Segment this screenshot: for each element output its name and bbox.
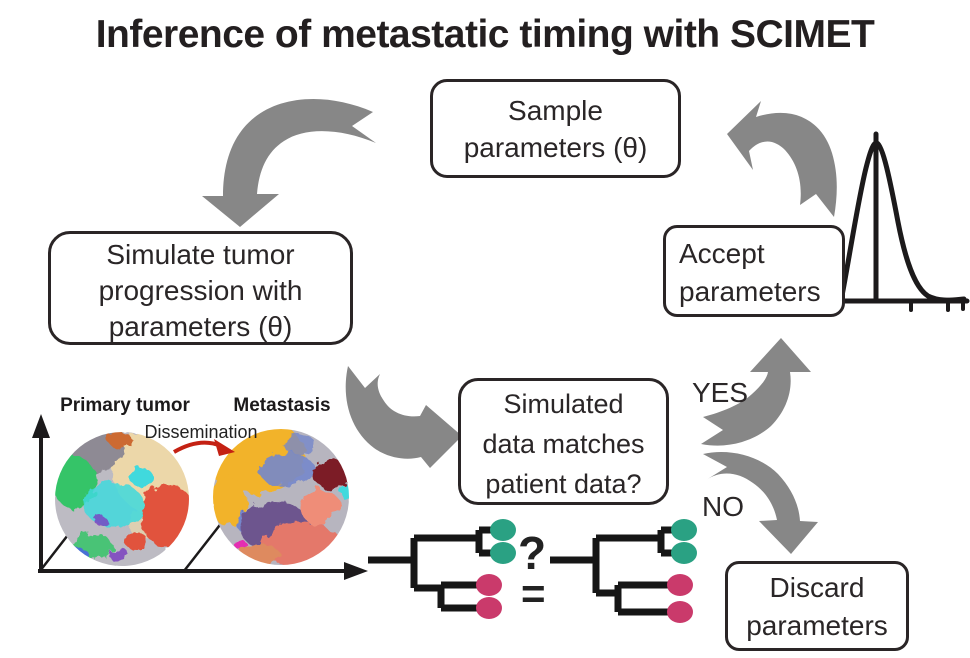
box-text-line: parameters [679,276,821,307]
simulate-tumor-box: Simulate tumor progression with paramete… [48,231,353,345]
box-text-line: Simulate tumor [106,239,295,270]
sample-parameters-box: Sample parameters (θ) [430,79,681,178]
discard-parameters-box: Discard parameters [725,561,909,651]
posterior-distribution-curve [831,131,970,312]
teal-leaf-dots [490,519,697,564]
box-text-line: data matches [482,429,645,459]
primary-tumor-label: Primary tumor [60,395,190,416]
arrow-sample-to-simulate [202,99,376,227]
figure-title: Inference of metastatic timing with SCIM… [95,13,875,56]
box-text-line: Simulated [503,389,624,419]
primary-tumor-image [55,432,189,566]
y-axis-arrowhead [32,414,50,438]
box-text-line: parameters (θ) [463,132,648,163]
box-text-line: Sample [508,95,603,126]
box-text-line: parameters (θ) [108,311,293,342]
data-match-question-box: Simulated data matches patient data? [458,378,669,505]
dissemination-arrow [173,439,235,456]
box-text-line: Discard [769,572,865,603]
box-text-line: Accept [679,238,765,269]
patient-tree [550,526,672,616]
box-text-line: parameters [746,610,888,641]
equals-sign-label: = [521,570,546,617]
x-axis-arrowhead [344,562,368,580]
curve-line [838,140,967,304]
arrow-yes-up [701,338,811,446]
question-mark-label: ? [518,527,547,579]
tumor-simulation-panel [32,414,368,580]
flow-arrows [202,99,837,554]
box-text-line: patient data? [485,469,642,499]
accept-parameters-box: Accept parameters [663,225,845,317]
simulated-tree [368,526,491,612]
pink-leaf-dots [476,574,693,623]
yes-label: YES [692,377,749,408]
arrow-simulate-to-match [345,366,462,468]
tree-comparison [368,519,697,623]
arrow-accept-to-sample [727,101,837,217]
no-label: NO [702,491,744,522]
arrow-no-down [703,452,818,554]
metastasis-label: Metastasis [233,395,331,416]
box-text-line: progression with [98,275,303,306]
dissemination-label: Dissemination [144,422,258,442]
